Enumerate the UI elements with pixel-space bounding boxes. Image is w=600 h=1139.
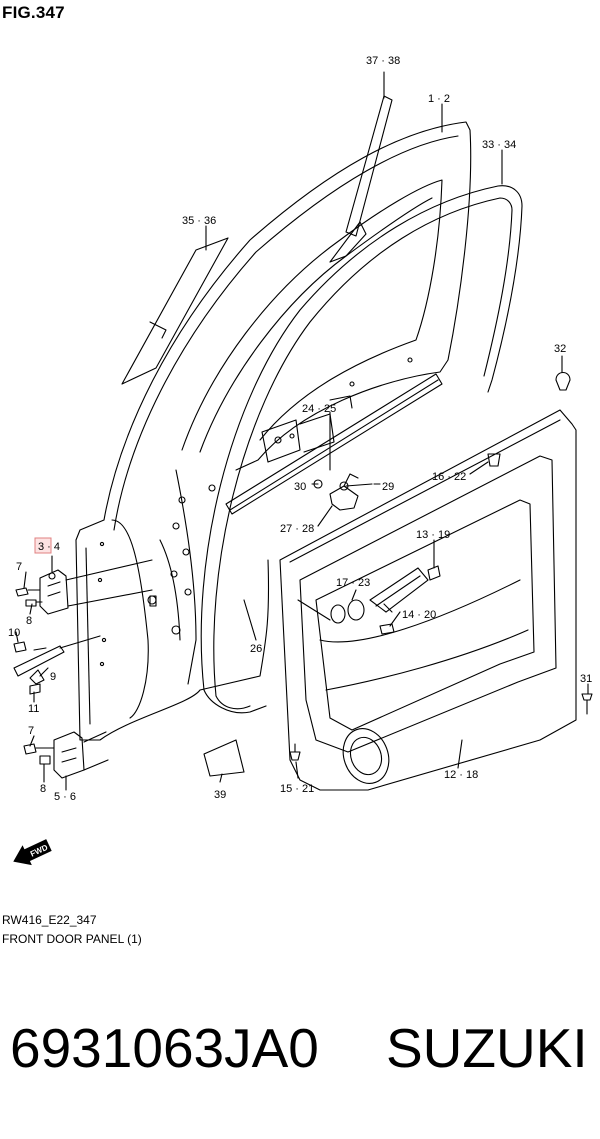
callout-39: 39 <box>214 789 226 801</box>
figure-name: FRONT DOOR PANEL (1) <box>2 932 142 946</box>
callout-31: 31 <box>580 673 592 685</box>
callout-16-22: 16 · 22 <box>432 471 466 483</box>
glass-channel <box>225 373 443 515</box>
door-frame <box>103 121 472 521</box>
callout-8-lower: 8 <box>40 783 46 795</box>
callout-12-18: 12 · 18 <box>444 769 478 781</box>
door-panel-diagram: 37 · 38 1 · 2 33 · 34 35 · 36 32 24 · 25… <box>8 55 593 866</box>
callout-3-4: 3 · 4 <box>38 541 60 553</box>
callout-9: 9 <box>50 671 56 683</box>
callout-11: 11 <box>28 703 39 715</box>
callout-35-36: 35 · 36 <box>182 215 216 227</box>
callout-33-34: 33 · 34 <box>482 139 516 151</box>
callout-37-38: 37 · 38 <box>366 55 400 67</box>
door-check <box>13 645 65 677</box>
callout-labels: 37 · 38 1 · 2 33 · 34 35 · 36 32 24 · 25… <box>8 55 592 803</box>
callout-8-upper: 8 <box>26 615 32 627</box>
pillar-garnish <box>121 237 229 385</box>
door-weatherstrip <box>200 185 523 691</box>
callout-15-21: 15 · 21 <box>280 783 314 795</box>
callout-13-19: 13 · 19 <box>416 529 450 541</box>
window-run-strip <box>345 95 393 237</box>
callout-5-6: 5 · 6 <box>54 791 76 803</box>
callout-highlight <box>34 537 52 554</box>
clip-32 <box>555 371 571 391</box>
callout-24-25: 24 · 25 <box>302 403 336 415</box>
speaker-grille <box>342 728 390 784</box>
callout-30: 30 <box>294 481 306 493</box>
callout-1-2: 1 · 2 <box>428 93 450 105</box>
pad-39 <box>203 739 245 777</box>
part-number: 6931063JA0 <box>10 1017 319 1079</box>
callout-17-23: 17 · 23 <box>336 577 370 589</box>
figure-title: FIG.347 <box>2 3 65 22</box>
callout-7-upper: 7 <box>16 561 22 573</box>
trim-panel <box>279 409 577 791</box>
callout-26: 26 <box>250 643 262 655</box>
figure-code: RW416_E22_347 <box>2 913 97 927</box>
brand-name: SUZUKI <box>386 1017 588 1079</box>
fwd-arrow-icon: FWD <box>13 839 52 866</box>
callout-27-28: 27 · 28 <box>280 523 314 535</box>
callout-7-lower: 7 <box>28 725 34 737</box>
upper-hinge <box>39 569 69 615</box>
callout-14-20: 14 · 20 <box>402 609 436 621</box>
door-inner-panel <box>75 519 270 741</box>
callout-10: 10 <box>8 627 20 639</box>
callout-29: 29 <box>382 481 394 493</box>
callout-32: 32 <box>554 343 566 355</box>
